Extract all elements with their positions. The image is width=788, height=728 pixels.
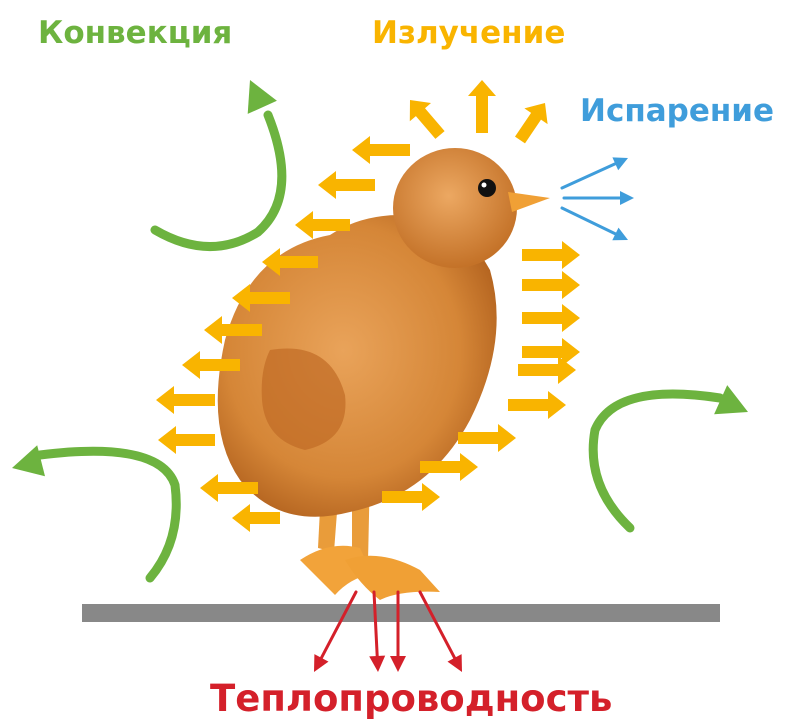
- evaporation-arrow: [562, 208, 615, 234]
- radiation-arrow: [158, 426, 215, 454]
- label-conduction: Теплопроводность: [210, 680, 612, 717]
- radiation-arrow: [232, 504, 280, 532]
- radiation-arrow: [410, 100, 445, 139]
- conduction-arrow: [374, 592, 377, 656]
- convection-arrow: [155, 115, 282, 247]
- conduction-arrow: [321, 592, 356, 658]
- convection-arrow: [40, 451, 176, 578]
- evaporation-arrow-head: [620, 191, 634, 205]
- convection-arrow-head: [12, 445, 45, 476]
- label-convection: Конвекция: [38, 18, 232, 49]
- radiation-arrow: [318, 171, 375, 199]
- conduction-arrow: [420, 592, 455, 658]
- ground-surface: [82, 604, 720, 622]
- radiation-arrow: [352, 136, 410, 164]
- radiation-arrow: [522, 338, 580, 366]
- convection-arrow-head: [248, 80, 277, 114]
- radiation-arrow: [522, 271, 580, 299]
- conduction-arrow-head: [390, 656, 406, 672]
- radiation-arrow: [156, 386, 215, 414]
- radiation-arrow: [508, 391, 566, 419]
- evaporation-arrow: [562, 164, 615, 188]
- label-radiation: Излучение: [372, 18, 565, 49]
- convection-arrow: [593, 394, 720, 528]
- conduction-arrow-head: [369, 656, 385, 672]
- radiation-arrow: [522, 304, 580, 332]
- radiation-arrow: [522, 241, 580, 269]
- label-evaporation: Испарение: [580, 96, 774, 127]
- radiation-arrow: [458, 424, 516, 452]
- radiation-arrow: [468, 80, 496, 133]
- radiation-arrow: [515, 103, 548, 143]
